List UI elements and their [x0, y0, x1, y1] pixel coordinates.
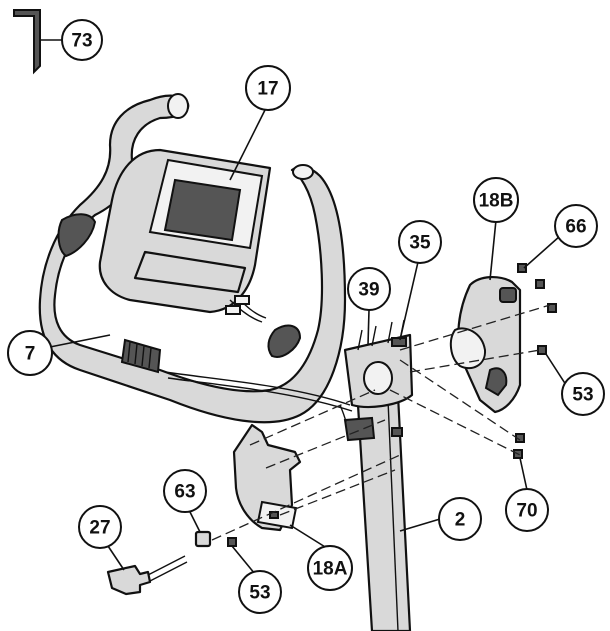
mast-part — [343, 319, 414, 631]
callout-35: 35 — [398, 220, 442, 264]
callout-label: 35 — [409, 233, 431, 254]
assembly-lines — [211, 304, 551, 541]
callout-18b: 18B — [473, 177, 519, 223]
callout-label: 2 — [455, 510, 466, 531]
callout-70: 70 — [505, 488, 549, 532]
callout-17: 17 — [245, 65, 291, 111]
callout-label: 66 — [565, 217, 586, 238]
leader-lines — [40, 39, 569, 575]
console-part — [98, 148, 272, 323]
callout-label: 73 — [71, 31, 92, 52]
knob-bolt-part — [106, 555, 188, 596]
cable-connector — [339, 404, 376, 442]
callout-7: 7 — [7, 330, 53, 376]
callout-label: 7 — [25, 344, 36, 365]
front-shroud-part — [232, 423, 302, 532]
rear-shroud-part — [449, 276, 522, 414]
callout-label: 17 — [257, 79, 278, 100]
callout-39: 39 — [347, 267, 391, 311]
bolts — [227, 263, 557, 547]
callout-18a: 18A — [307, 545, 353, 591]
callout-label: 53 — [572, 385, 593, 406]
callout-53-right: 53 — [561, 372, 605, 416]
handlebar-part — [38, 93, 347, 424]
callout-2: 2 — [438, 497, 482, 541]
callout-label: 63 — [174, 482, 195, 503]
callout-label: 70 — [516, 501, 537, 522]
callout-53-bottom: 53 — [238, 570, 282, 614]
callout-27: 27 — [78, 505, 122, 549]
callout-label: 39 — [358, 280, 379, 301]
allen-key-part — [13, 9, 41, 75]
callout-label: 53 — [249, 583, 270, 604]
console-cable — [164, 371, 353, 412]
spacer-part — [194, 530, 212, 548]
callout-label: 27 — [89, 518, 110, 539]
callout-label: 18B — [479, 191, 514, 212]
callout-66: 66 — [554, 204, 598, 248]
callout-label: 18A — [313, 559, 348, 580]
callout-73: 73 — [61, 19, 103, 61]
callout-63: 63 — [163, 469, 207, 513]
